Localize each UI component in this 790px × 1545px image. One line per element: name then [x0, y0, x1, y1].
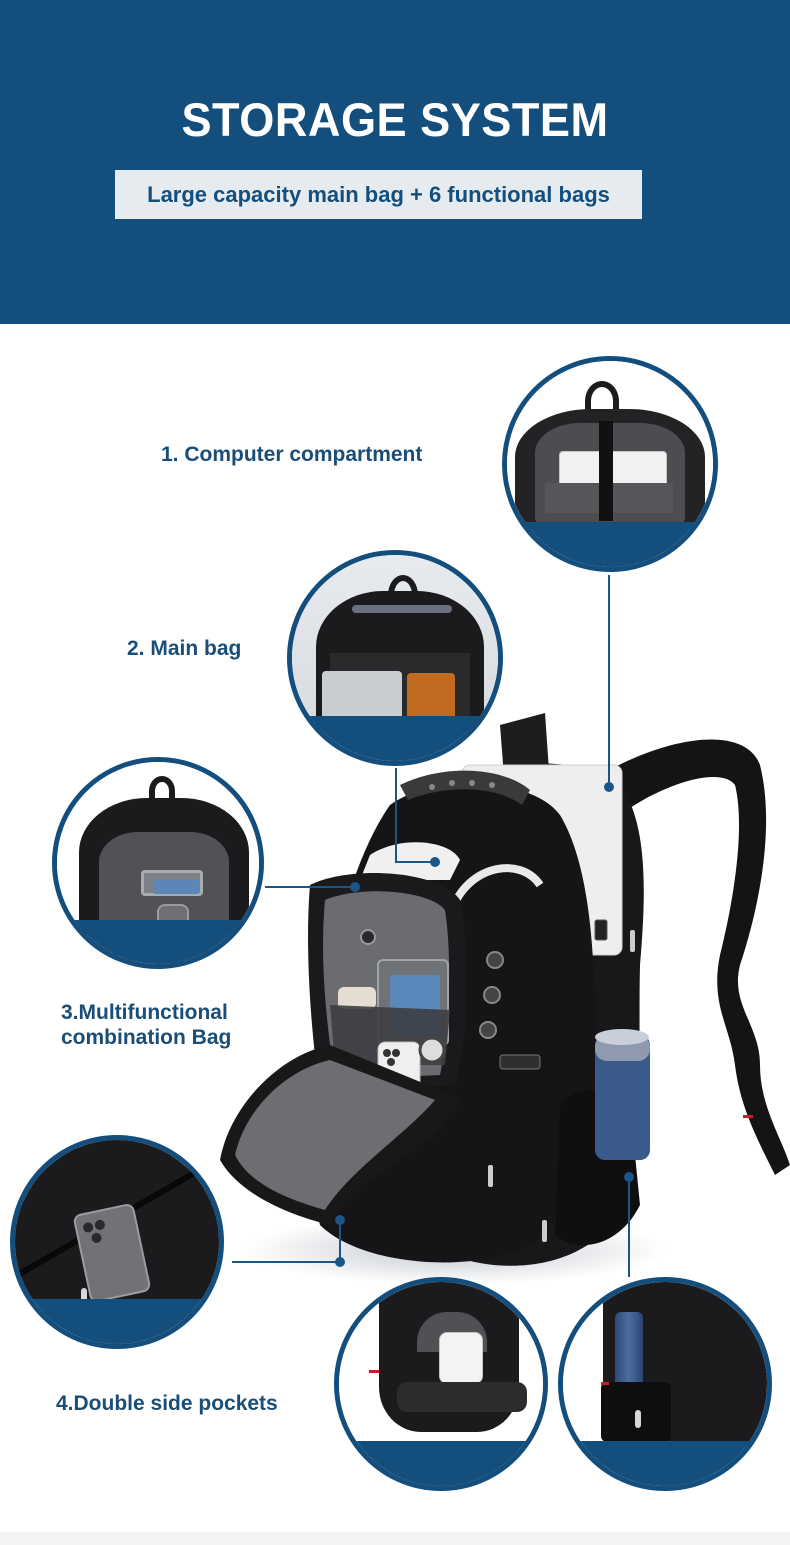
subtitle-box: Large capacity main bag + 6 functional b…	[115, 170, 642, 219]
zipper-pull-icon	[81, 1288, 87, 1306]
connector-line-side-left-vertical	[339, 1220, 341, 1262]
feature-label-side-pockets: 4.Double side pockets	[56, 1392, 278, 1415]
connector-line-side-right	[628, 1177, 630, 1277]
footer-strip	[0, 1532, 790, 1545]
bottle-icon	[615, 1312, 643, 1390]
connector-dot-organizer	[350, 882, 360, 892]
detail-circle-side-pocket-right	[558, 1277, 772, 1491]
connector-dot-computer	[604, 782, 614, 792]
connector-line-organizer	[265, 886, 355, 888]
detail-circle-organizer	[52, 757, 264, 969]
zipper-pull-icon	[635, 1410, 641, 1428]
feature-label-multifunctional-line1: 3.Multifunctional	[61, 1001, 228, 1024]
detail-circle-main-bag	[287, 550, 503, 766]
feature-label-main-bag: 2. Main bag	[127, 637, 242, 660]
connector-dot-side-right	[624, 1172, 634, 1182]
subtitle: Large capacity main bag + 6 functional b…	[147, 181, 610, 207]
connector-line-main-bag-horizontal	[395, 861, 435, 863]
detail-circle-computer-compartment	[502, 356, 718, 572]
feature-label-multifunctional-line2: combination Bag	[61, 1026, 232, 1049]
connector-dot-main-bag	[430, 857, 440, 867]
feature-label-computer-compartment: 1. Computer compartment	[161, 443, 423, 466]
connector-line-computer	[608, 575, 610, 787]
connector-line-side-left-horizontal	[232, 1261, 340, 1263]
detail-circle-side-pocket-left	[334, 1277, 548, 1491]
wallet-icon	[407, 673, 455, 721]
header-banner: STORAGE SYSTEM Large capacity main bag +…	[0, 0, 790, 324]
page-title: STORAGE SYSTEM	[181, 93, 609, 146]
connector-dot-side-left-top	[335, 1215, 345, 1225]
detail-circle-back-pocket	[10, 1135, 224, 1349]
phone-icon	[439, 1332, 483, 1384]
connector-dot-side-left-bottom	[335, 1257, 345, 1267]
connector-line-main-bag-vertical	[395, 768, 397, 862]
backpack-main-image	[220, 713, 790, 1266]
